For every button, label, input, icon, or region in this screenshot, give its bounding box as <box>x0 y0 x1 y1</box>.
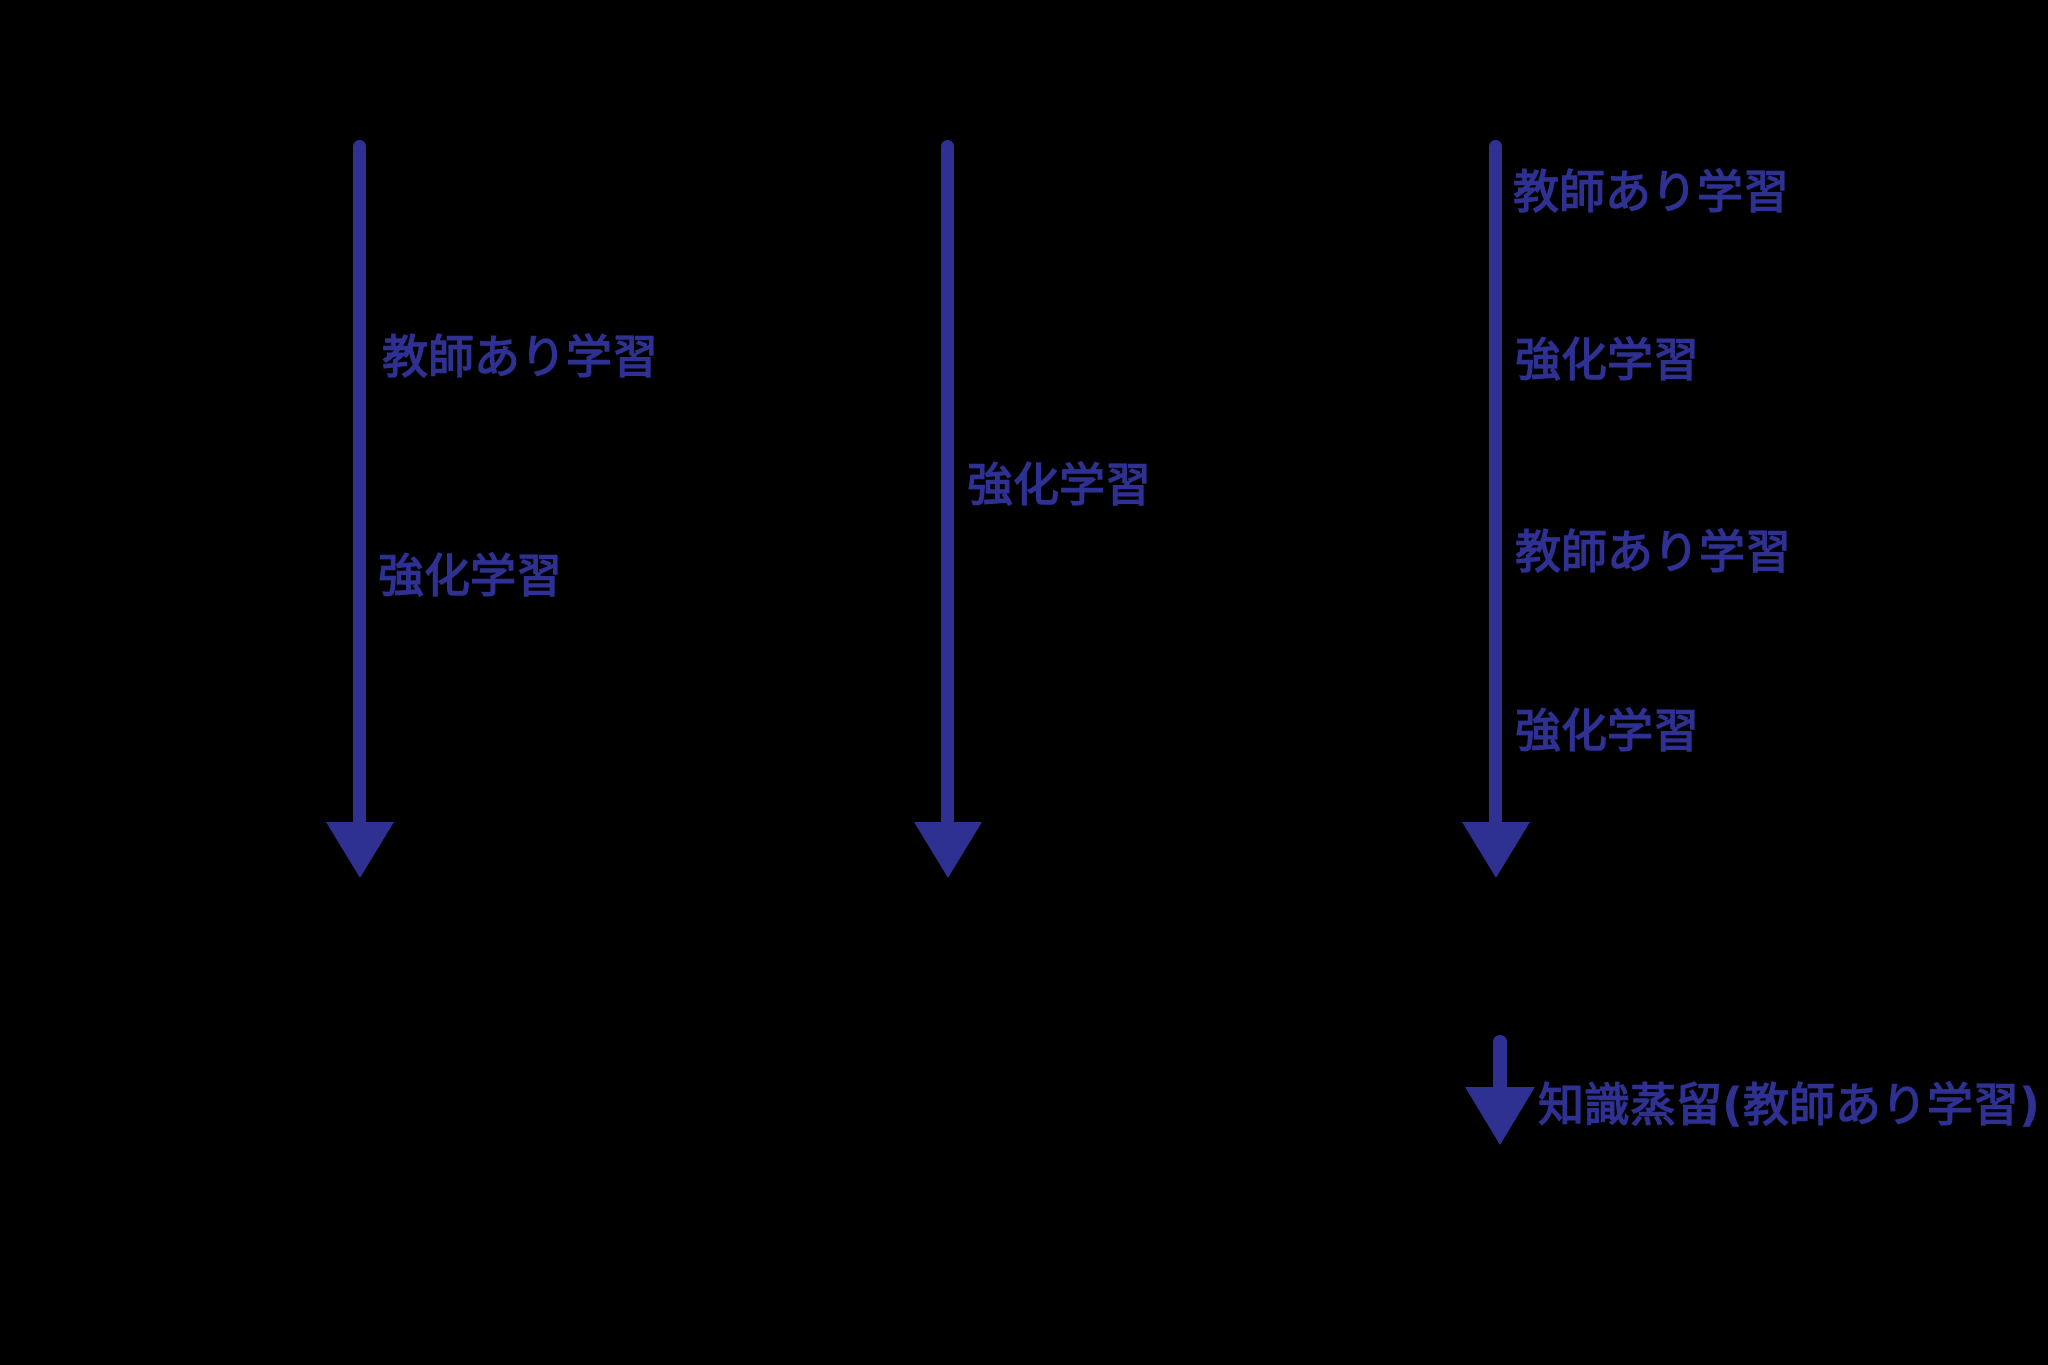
label-col3-supervised-learning-1: 教師あり学習 <box>1513 165 1789 219</box>
label-col3-supervised-learning-2: 教師あり学習 <box>1515 525 1791 579</box>
label-col2-reinforcement-learning: 強化学習 <box>967 458 1151 512</box>
distillation-arrow-shaft <box>1493 1035 1507 1087</box>
down-arrow-1-shaft <box>353 140 366 822</box>
label-col1-supervised-learning: 教師あり学習 <box>382 330 658 384</box>
down-arrow-3-head-icon <box>1462 822 1530 878</box>
label-col3-reinforcement-learning-1: 強化学習 <box>1515 333 1699 387</box>
label-col1-reinforcement-learning: 強化学習 <box>378 549 562 603</box>
down-arrow-2-head-icon <box>914 822 982 878</box>
down-arrow-1-head-icon <box>326 822 394 878</box>
label-knowledge-distillation: 知識蒸留(教師あり学習) <box>1538 1078 2041 1132</box>
down-arrow-3-shaft <box>1489 140 1502 822</box>
down-arrow-2-shaft <box>941 140 954 822</box>
distillation-arrow-head-icon <box>1465 1087 1535 1145</box>
label-col3-reinforcement-learning-2: 強化学習 <box>1515 704 1699 758</box>
